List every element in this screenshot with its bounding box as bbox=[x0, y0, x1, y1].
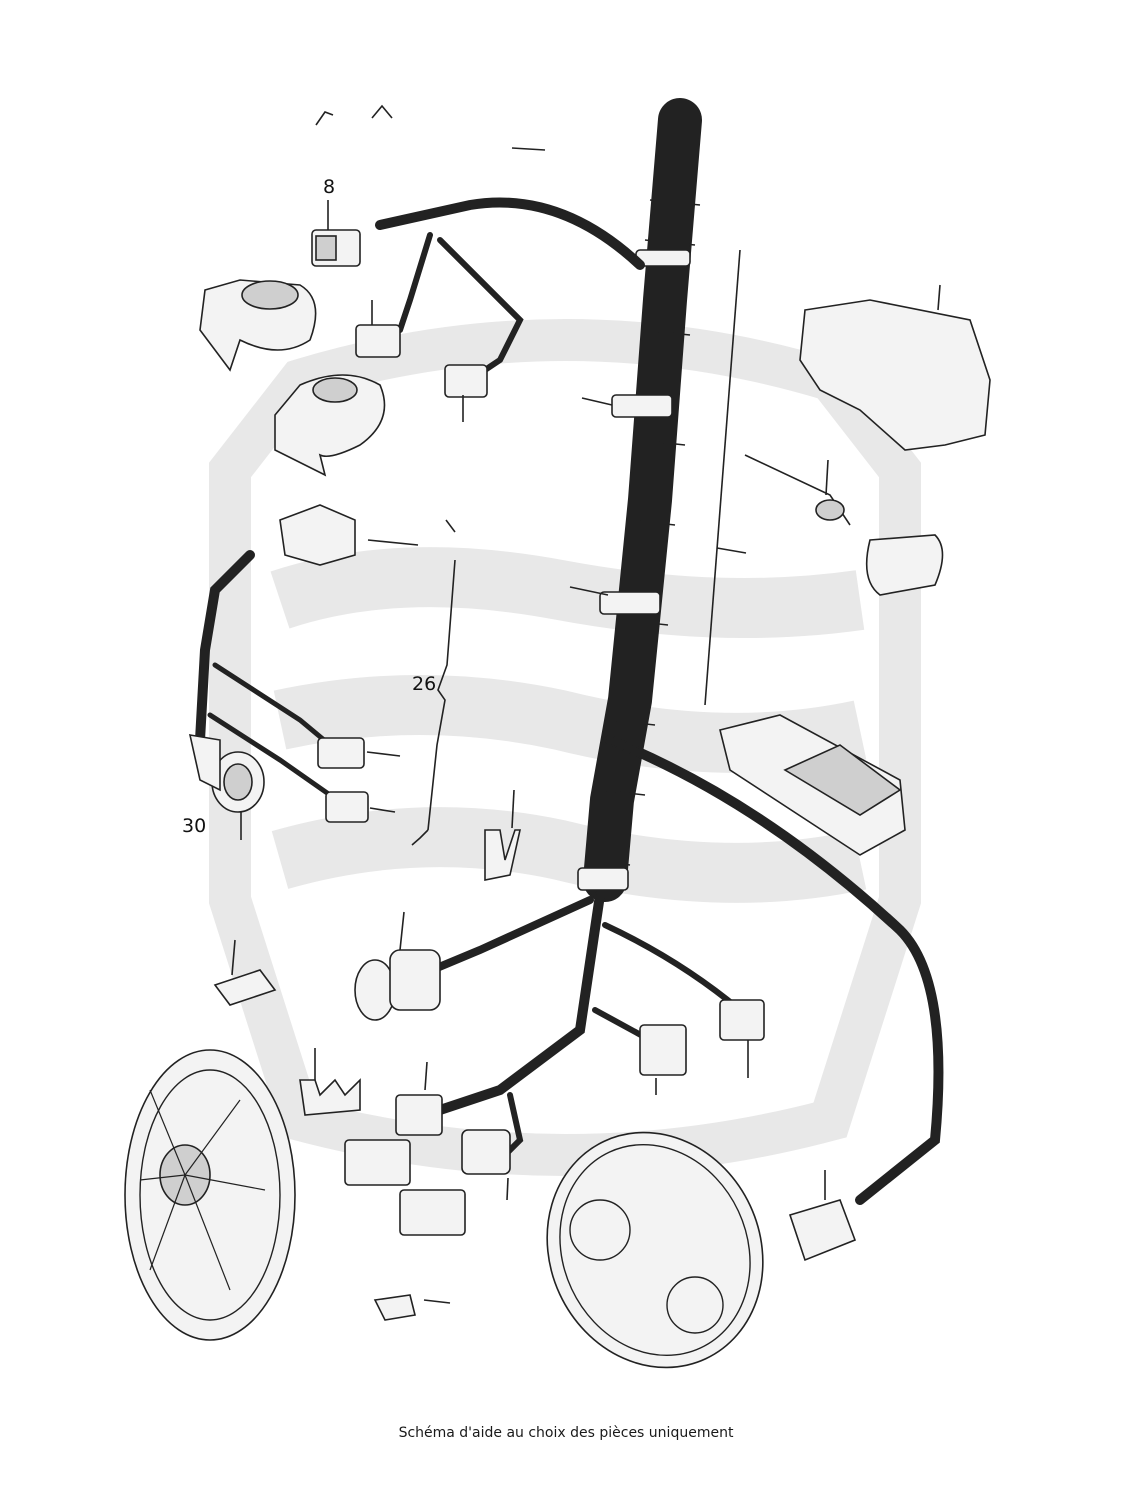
connector-small-1 bbox=[355, 324, 401, 358]
disclaimer-caption: Schéma d'aide au choix des pièces unique… bbox=[398, 1425, 734, 1441]
connector-8 bbox=[311, 229, 361, 267]
side-marker-lamp bbox=[744, 454, 944, 596]
connector-small-5 bbox=[719, 999, 765, 1041]
connector-small-7 bbox=[395, 1094, 443, 1136]
callout-26: 26 bbox=[412, 673, 436, 695]
bracket-mount bbox=[799, 299, 991, 451]
clip-small-bottom bbox=[373, 1294, 416, 1321]
connector-small-3 bbox=[317, 737, 365, 769]
connector-large-round bbox=[354, 949, 441, 1021]
connector-multi-pin bbox=[279, 504, 356, 566]
radiator-fan bbox=[124, 1049, 296, 1341]
fuse-relay-box bbox=[719, 714, 906, 856]
connector-small-8 bbox=[461, 1129, 511, 1175]
headlamp bbox=[546, 1131, 764, 1369]
group-bracket-26 bbox=[411, 519, 456, 846]
clip-u bbox=[484, 829, 521, 881]
callout-30: 30 bbox=[182, 815, 206, 837]
callout-8: 8 bbox=[323, 176, 335, 198]
clip-bracket-left bbox=[213, 969, 277, 1006]
leader-lines bbox=[231, 104, 941, 1304]
main-harness-trunk bbox=[577, 98, 702, 902]
horn-upper bbox=[199, 279, 317, 372]
watermark-logo bbox=[209, 319, 921, 1176]
horn-lower bbox=[274, 374, 386, 477]
connector-headlamp bbox=[788, 1199, 857, 1262]
clip-w bbox=[299, 1078, 361, 1116]
connector-fan-1 bbox=[344, 1139, 411, 1186]
connector-30-round bbox=[188, 734, 265, 813]
connector-fan-2 bbox=[399, 1189, 466, 1236]
connector-small-2 bbox=[444, 364, 488, 398]
connector-small-6 bbox=[639, 1024, 687, 1076]
connector-small-4 bbox=[325, 791, 369, 823]
